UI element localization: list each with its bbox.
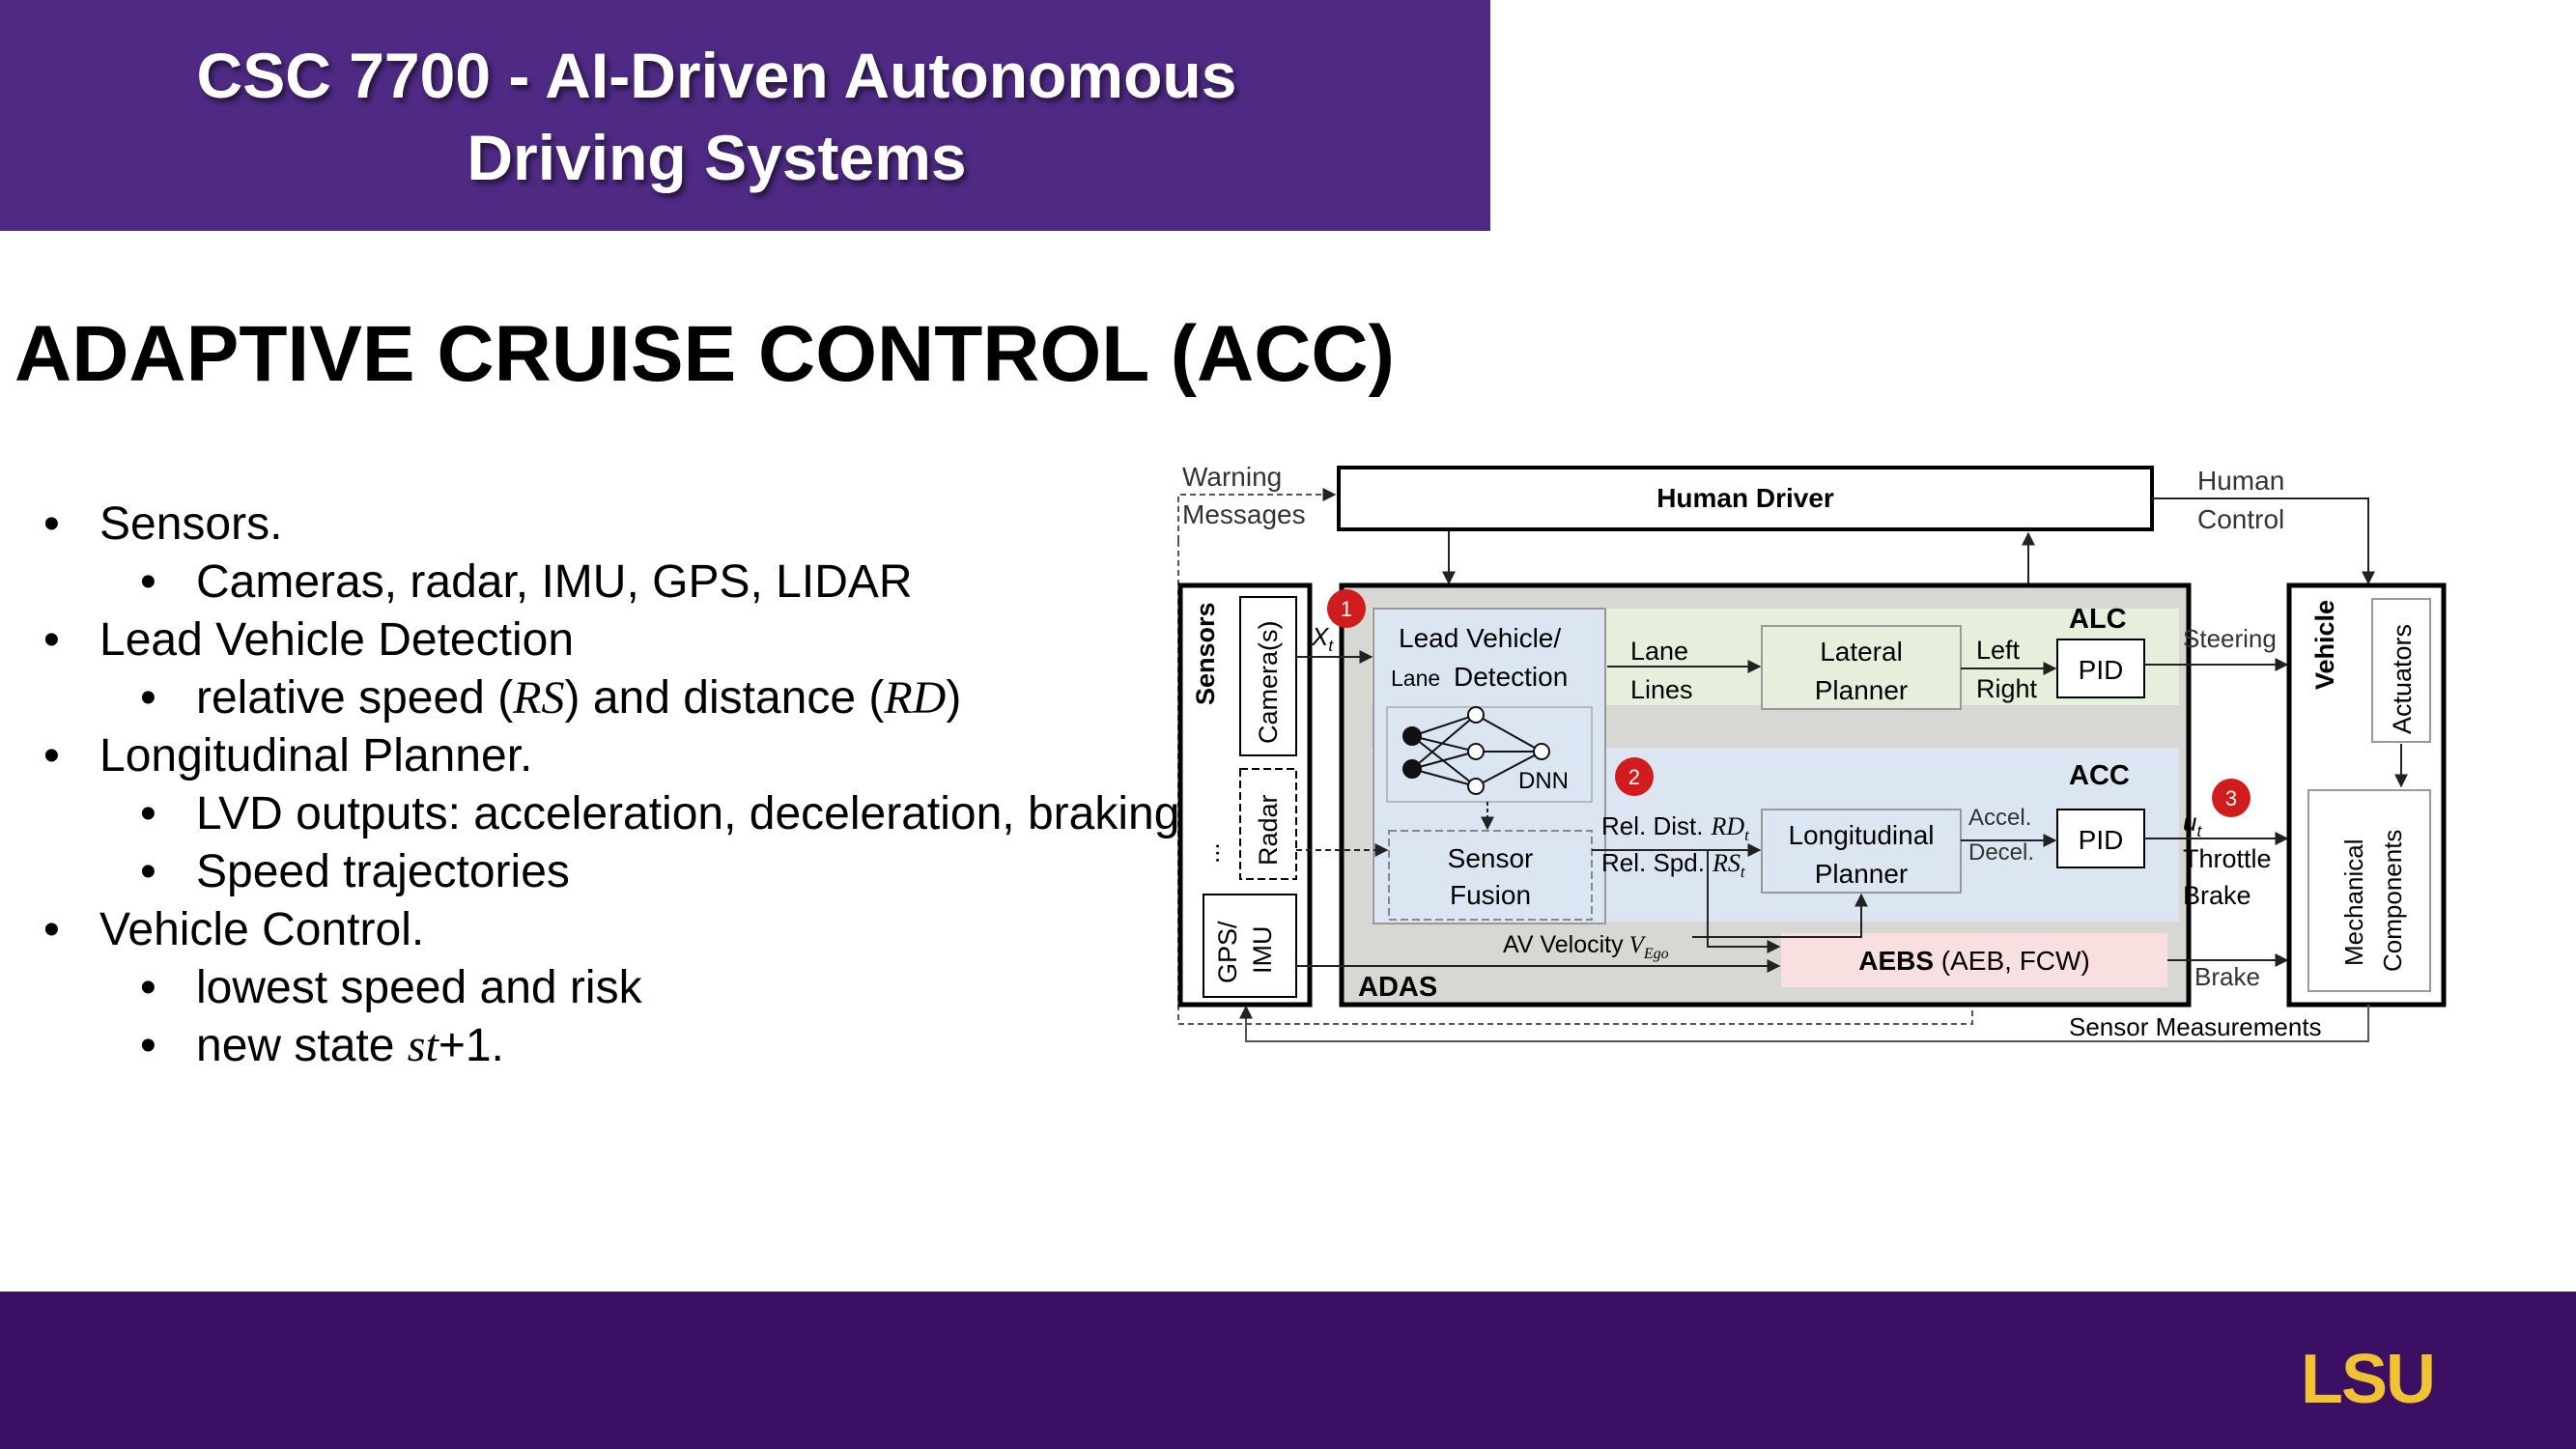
longitudinal-planner-box [1761,809,1962,894]
dnn-network-icon [1402,706,1550,795]
acc-architecture-diagram: Human Driver Warning Messages Human Cont… [1177,462,2447,1042]
human-driver-box [1337,466,2154,531]
brake-label: Brake [2183,881,2251,910]
alc-pid-label: PID [2079,655,2124,685]
course-title-line1: CSC 7700 - AI-Driven Autonomous [196,40,1237,111]
sensor-ellipsis: ... [1196,842,1225,864]
xt-label: Xt [1311,622,1334,655]
sensor-fusion-label-1: Sensor [1448,843,1534,873]
gps-imu-box [1203,894,1297,998]
camera-label: Camera(s) [1254,620,1283,744]
sensor-fusion-label-2: Fusion [1450,880,1531,910]
detection-label: Detection [1454,662,1568,692]
lane-label: Lane [1630,637,1688,666]
camera-box [1239,596,1297,756]
lines-label: Lines [1630,675,1693,704]
footer-band [0,1292,2576,1449]
radar-box [1239,768,1297,880]
rel-dist-label: Rel. Dist.RDt [1601,811,1750,844]
dnn-label: DNN [1518,768,1569,794]
decel-label: Decel. [1968,839,2034,866]
slide-title: ADAPTIVE CRUISE CONTROL (ACC) [14,310,1395,398]
lead-vehicle-label: Lead Vehicle/ [1399,623,1561,653]
sensor-measurements-label: Sensor Measurements [2069,1012,2322,1041]
actuators-box [2371,598,2431,743]
aebs-box [1781,933,2167,987]
badge-2-label: 2 [1628,765,1640,789]
badge-1-label: 1 [1341,597,1352,621]
badge-3 [2212,779,2250,817]
messages-label: Messages [1182,499,1306,529]
lsu-logo: LSU [2301,1347,2436,1412]
gps-label: GPS/ [1213,921,1242,983]
mech-label-2: Components [2378,830,2407,972]
badge-3-label: 3 [2225,786,2237,810]
actuators-label: Actuators [2388,624,2417,734]
human-driver-label: Human Driver [1656,483,1834,513]
reldist-to-aebs-arrow [1707,850,1781,953]
longitudinal-planner-label-2: Planner [1815,859,1909,889]
vehicle-label: Vehicle [2310,600,2339,690]
aebs-label: AEBS (AEB, FCW) [1858,946,2090,976]
steering-label: Steering [2183,624,2277,653]
rel-spd-label: Rel. Spd.RSt [1601,848,1746,881]
brake-label-2: Brake [2194,962,2260,991]
mech-label-1: Mechanical [2339,838,2368,966]
adas-label: ADAS [1358,972,1437,1003]
sensor-fusion-box [1388,830,1593,921]
mech-components-box [2307,789,2431,992]
course-title-line2: Driving Systems [467,122,967,193]
warning-arrow [1177,488,1337,541]
header-band [0,0,1490,231]
sensors-label: Sensors [1191,602,1220,705]
lane-small-label: Lane [1391,666,1440,691]
acc-label: ACC [2069,760,2130,791]
lateral-planner-label-1: Lateral [1820,637,1903,667]
sensor-measurements-path [1239,1005,2369,1042]
svg-text:LSU: LSU [2301,1347,2434,1412]
warning-label: Warning [1182,462,1282,492]
acc-pid-box [2056,809,2145,868]
alc-pid-box [2056,639,2145,698]
control-label: Control [2197,504,2284,534]
human-label: Human [2197,466,2284,496]
course-title: CSC 7700 - AI-Driven Autonomous Driving … [0,35,1433,199]
velocity-to-planner-arrow [1692,893,1868,938]
right-label: Right [1976,674,2038,703]
ut-label: ut [2183,808,2202,840]
imu-label: IMU [1248,926,1277,975]
longitudinal-planner-label-1: Longitudinal [1788,820,1934,850]
acc-pid-label: PID [2079,825,2124,855]
alc-label: ALC [2069,604,2127,635]
accel-label: Accel. [1968,805,2031,831]
badge-2 [1615,757,1654,796]
radar-label: Radar [1254,794,1283,866]
badge-1 [1327,589,1366,628]
lateral-planner-label-2: Planner [1815,675,1909,705]
human-control-arrow [2152,497,2375,585]
throttle-label: Throttle [2183,844,2272,873]
left-label: Left [1976,636,2021,665]
